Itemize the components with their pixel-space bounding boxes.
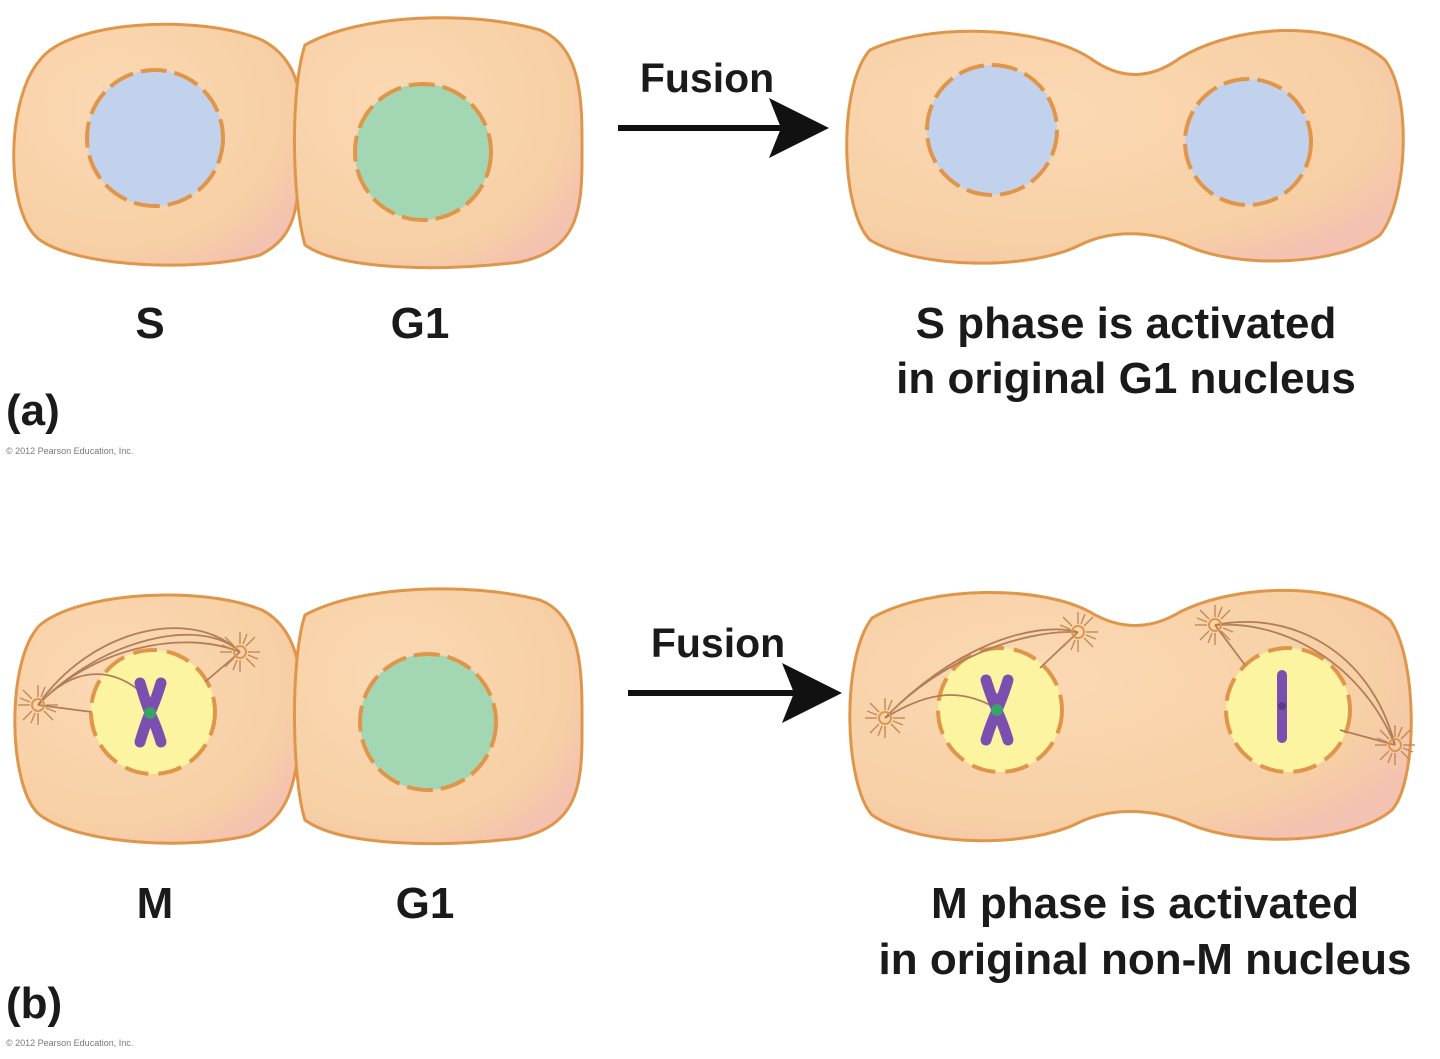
fusion-label-b: Fusion [651, 620, 785, 666]
g1-cell-b [292, 587, 584, 846]
fused-nucleus-activated [1224, 646, 1352, 774]
cell-label-g1-a: G1 [391, 299, 450, 348]
panel-b: Fusion [6, 587, 1416, 1048]
g1-nucleus-b [358, 652, 498, 792]
fused-nucleus-g1-activated [1183, 77, 1313, 207]
fused-cell-b [848, 589, 1416, 843]
copyright-b: © 2012 Pearson Education, Inc. [6, 1038, 133, 1048]
panel-label-b: (b) [6, 979, 62, 1028]
cell-label-g1-b: G1 [396, 879, 455, 928]
chromosome-icon [980, 674, 1014, 746]
cell-label-s: S [135, 299, 164, 348]
fused-nucleus-s [925, 63, 1059, 197]
g1-nucleus-a [353, 82, 493, 222]
m-phase-cell [13, 593, 304, 845]
cell-label-m: M [137, 879, 174, 928]
result-a-line1: S phase is activated [916, 299, 1337, 348]
condensed-chromosome-icon [1277, 670, 1287, 743]
copyright-a: © 2012 Pearson Education, Inc. [6, 446, 133, 456]
spindle-fibers-fused [884, 621, 1396, 746]
result-a-line2: in original G1 nucleus [896, 354, 1356, 403]
s-nucleus [85, 68, 225, 208]
fused-cell-a [845, 29, 1405, 265]
result-b-line2: in original non-M nucleus [879, 935, 1412, 984]
panel-a: Fusion S G1 S phase is activated in orig… [6, 16, 1405, 456]
result-b-line1: M phase is activated [931, 879, 1359, 928]
g1-cell-a [292, 16, 584, 270]
panel-label-a: (a) [6, 386, 60, 435]
s-phase-cell [12, 22, 304, 267]
chromosome-icon [134, 677, 167, 748]
fusion-label-a: Fusion [640, 55, 774, 101]
